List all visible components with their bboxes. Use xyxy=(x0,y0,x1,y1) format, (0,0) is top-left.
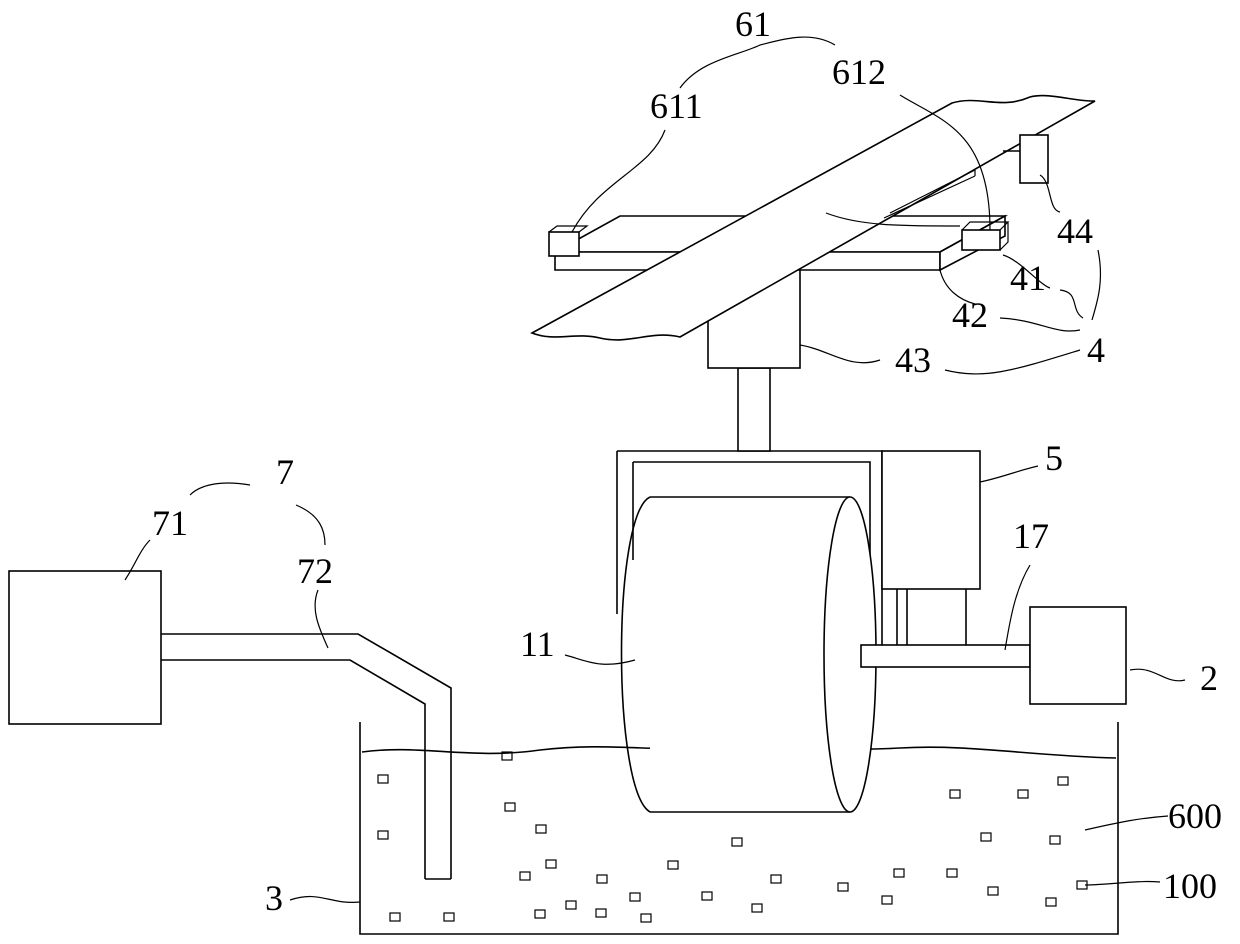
label-5: 5 xyxy=(1045,438,1063,478)
label-44: 44 xyxy=(1057,211,1093,251)
label-71: 71 xyxy=(152,503,188,543)
label-4: 4 xyxy=(1087,330,1105,370)
label-42: 42 xyxy=(952,295,988,335)
drive-box xyxy=(1030,607,1126,704)
label-11: 11 xyxy=(520,624,555,664)
label-600: 600 xyxy=(1168,796,1222,836)
label-2: 2 xyxy=(1200,658,1218,698)
label-43: 43 xyxy=(895,340,931,380)
shaft xyxy=(861,645,1030,667)
label-17: 17 xyxy=(1013,516,1049,556)
label-100: 100 xyxy=(1163,866,1217,906)
pump-box xyxy=(9,571,161,724)
motor-box xyxy=(882,451,980,589)
label-3: 3 xyxy=(265,878,283,918)
label-611: 611 xyxy=(650,86,703,126)
label-61: 61 xyxy=(735,4,771,44)
block-611 xyxy=(549,232,579,256)
motor-legs xyxy=(897,589,966,645)
column-rod xyxy=(738,368,770,451)
label-7: 7 xyxy=(276,452,294,492)
label-612: 612 xyxy=(832,52,886,92)
drum xyxy=(622,497,877,812)
label-41: 41 xyxy=(1010,258,1046,298)
pipe xyxy=(161,634,451,879)
label-72: 72 xyxy=(297,551,333,591)
